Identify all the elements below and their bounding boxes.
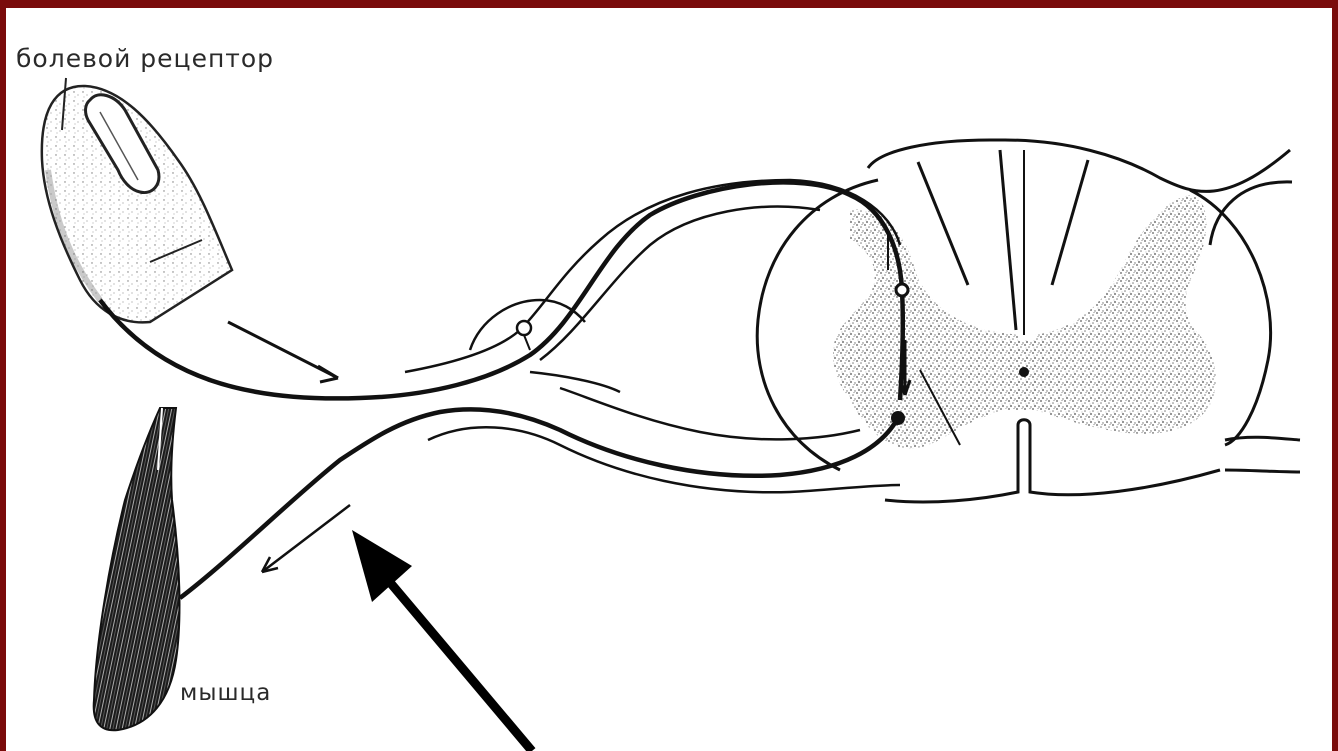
reflex-arc-diagram [6,8,1332,751]
pain-receptor-label: болевой рецептор [16,44,274,73]
spinal-cord-cross-section [757,140,1300,502]
diagram-canvas: болевой рецептор мышца [6,8,1332,751]
pointer-arrow [352,530,532,751]
efferent-pathway [180,372,900,598]
afferent-pathway [100,180,903,400]
finger-icon [42,78,232,322]
muscle-icon [94,408,180,730]
muscle-label: мышца [180,680,271,706]
